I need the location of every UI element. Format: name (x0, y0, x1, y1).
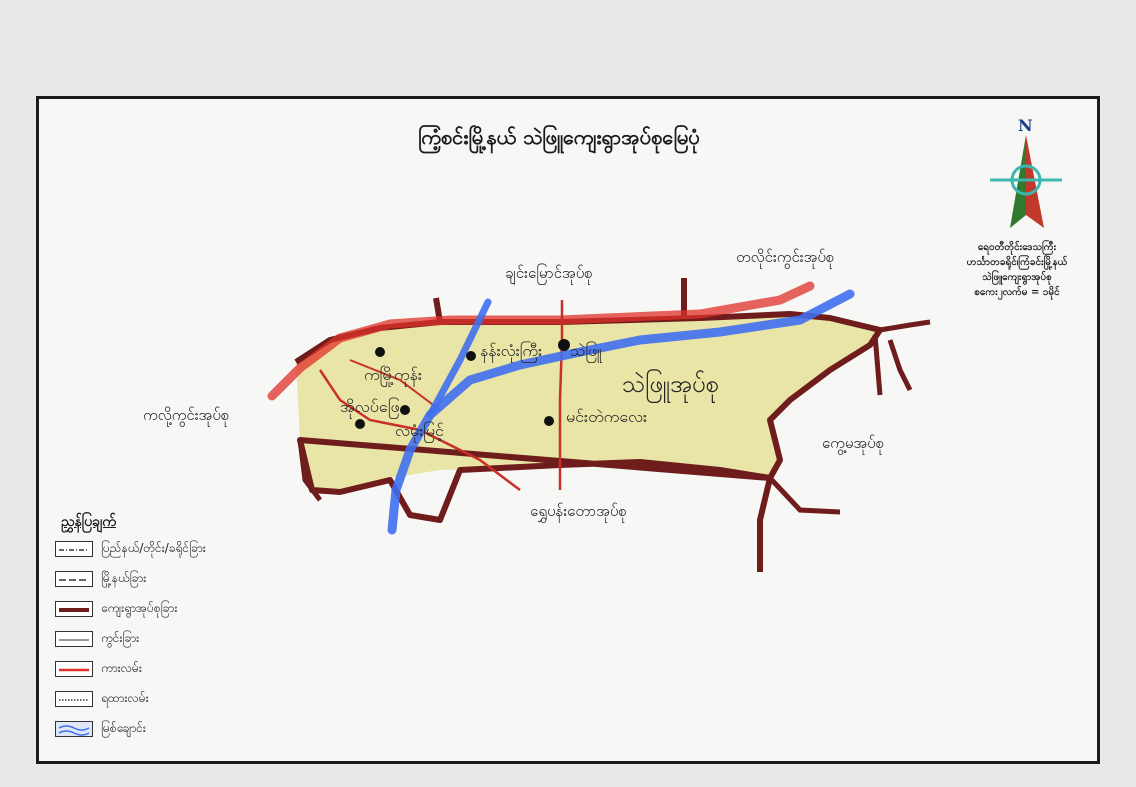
village-tract-area (296, 314, 880, 492)
village-dot (544, 416, 554, 426)
neighbor-west: ကလို့ကွင်းအုပ်စု (143, 406, 230, 424)
village-dot (400, 405, 410, 415)
legend-item: မြစ်ချောင်း (55, 720, 146, 738)
river-main (387, 289, 855, 535)
village-dot (375, 347, 385, 357)
legend-swatch-railway (55, 691, 93, 707)
east-boundary-branch (872, 319, 931, 396)
legend-swatch-state-boundary (55, 541, 93, 557)
legend-swatch-road (55, 661, 93, 677)
legend-label: ရထားလမ်း (101, 691, 149, 705)
legend-item: ကျေးရွာအုပ်စုခြား (55, 600, 177, 618)
village-label: ကမြို့ကုန်း (364, 365, 422, 384)
interior-road-2 (558, 300, 564, 490)
legend-item: မြို့နယ်ခြား (55, 570, 146, 588)
river-branch (426, 298, 492, 419)
neighbor-east: ကွေ့မအုပ်စု (822, 434, 885, 452)
legend-item: ကားလမ်း (55, 660, 142, 678)
neighbor-south: ရွှေပန်းတောအုပ်စု (530, 502, 627, 520)
interior-road-3 (349, 359, 441, 411)
map-title: ကြံ့စင်းမြို့နယ် သဲဖြူကျေးရွာအုပ်စုမြေပု… (418, 125, 700, 149)
village-dot (558, 339, 570, 351)
village-label: နန်းလုံးကြီး (480, 341, 543, 360)
legend-label: မြစ်ချောင်း (101, 721, 146, 735)
village-label: အိုလပ်ဖြေ (340, 397, 400, 416)
legend-swatch-field-boundary (55, 631, 93, 647)
legend-label: ကွင်းခြား (101, 631, 140, 645)
legend-swatch-tract-boundary (55, 601, 93, 617)
village-dot (466, 351, 476, 361)
legend-swatch-river (55, 721, 93, 737)
scale-block: ရေဝတီတိုင်းဒေသကြီး ဟင်္သာတခရိုင်၊ကြံခင်း… (952, 240, 1082, 300)
neighbor-north: ချင်းမြောင်အုပ်စု (505, 264, 593, 282)
interior-road-1 (318, 369, 521, 491)
scale-line-4: စကေး၂လက်မ = ၁မိုင် (974, 287, 1060, 298)
compass-rose-icon (990, 135, 1062, 228)
neighbor-northeast: တလိုင်းကွင်းအုပ်စု (736, 248, 835, 266)
legend-swatch-township-boundary (55, 571, 93, 587)
village-label: သဲဖြူ (570, 341, 602, 360)
area-name: သဲဖြူအုပ်စု (622, 370, 720, 398)
village-label: မင်းတဲကလေး (566, 407, 648, 426)
legend-label: ကျေးရွာအုပ်စုခြား (101, 601, 178, 615)
south-boundary-ext (297, 439, 841, 515)
scale-line-2: ဟင်္သာတခရိုင်၊ကြံခင်းမြို့နယ် (966, 257, 1068, 268)
legend-label: မြို့နယ်ခြား (101, 571, 147, 585)
legend-item: ရထားလမ်း (55, 690, 149, 708)
scale-line-3: သဲဖြူကျေးရွာအုပ်စု (982, 272, 1052, 283)
legend-title: ညွှန်ပြချက် (61, 514, 116, 530)
north-label: N (1018, 116, 1033, 135)
village-label: လမုံးမြင့် (395, 421, 444, 440)
main-road (267, 281, 815, 401)
village-dot (355, 419, 365, 429)
legend-item: ကွင်းခြား (55, 630, 139, 648)
legend-item: ပြည်နယ်/တိုင်း/ခရိုင်ခြား (55, 540, 206, 558)
scale-line-1: ရေဝတီတိုင်းဒေသကြီး (977, 242, 1057, 253)
legend-label: ပြည်နယ်/တိုင်း/ခရိုင်ခြား (101, 541, 206, 555)
legend-label: ကားလမ်း (101, 661, 142, 675)
